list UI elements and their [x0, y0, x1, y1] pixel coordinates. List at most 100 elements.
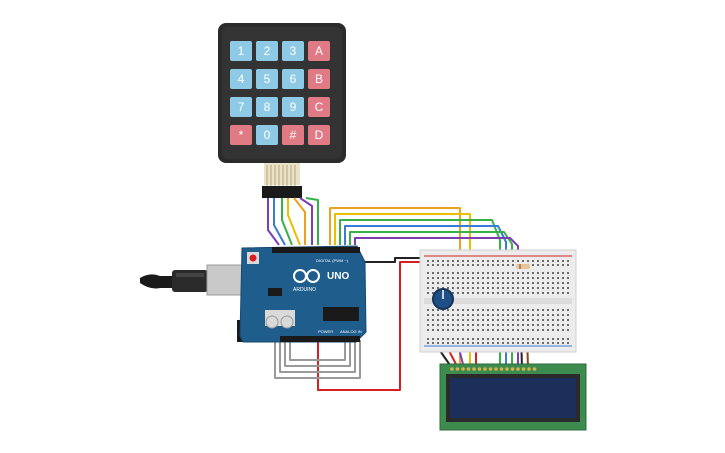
breadboard-hole — [477, 260, 479, 262]
breadboard-hole — [442, 319, 444, 321]
breadboard-hole — [457, 319, 459, 321]
breadboard-hole — [452, 292, 454, 294]
breadboard-hole — [497, 342, 499, 344]
breadboard-hole — [447, 287, 449, 289]
key-8[interactable]: 8 — [256, 97, 278, 117]
breadboard-hole — [547, 319, 549, 321]
breadboard-hole — [522, 292, 524, 294]
breadboard-hole — [437, 309, 439, 311]
breadboard-hole — [517, 319, 519, 321]
breadboard-hole — [527, 319, 529, 321]
breadboard-hole — [447, 309, 449, 311]
key-face — [282, 97, 304, 117]
breadboard-hole — [497, 309, 499, 311]
breadboard-hole — [547, 260, 549, 262]
breadboard-hole — [517, 282, 519, 284]
breadboard-hole — [547, 282, 549, 284]
breadboard-hole — [452, 324, 454, 326]
wire-keypad-2 — [273, 198, 286, 246]
breadboard-hole — [562, 282, 564, 284]
arduino-uno[interactable]: UNO ARDUINO DIGITAL (PWM ~) POWER ANALOG… — [140, 245, 367, 343]
key-B[interactable]: B — [308, 69, 330, 89]
key-A[interactable]: A — [308, 41, 330, 61]
key-5[interactable]: 5 — [256, 69, 278, 89]
breadboard-hole — [437, 264, 439, 266]
breadboard-hole — [517, 342, 519, 344]
breadboard-hole — [497, 260, 499, 262]
breadboard-hole — [492, 324, 494, 326]
breadboard-hole — [552, 292, 554, 294]
breadboard-hole — [537, 272, 539, 274]
breadboard-hole — [562, 309, 564, 311]
breadboard-hole — [567, 309, 569, 311]
breadboard-hole — [562, 292, 564, 294]
breadboard-hole — [527, 282, 529, 284]
breadboard-hole — [452, 282, 454, 284]
breadboard-hole — [502, 272, 504, 274]
lcd-16x2[interactable] — [439, 363, 587, 431]
breadboard-hole — [467, 277, 469, 279]
breadboard-hole — [487, 277, 489, 279]
wire-gray-2 — [284, 340, 351, 367]
key-9[interactable]: 9 — [282, 97, 304, 117]
lcd-pin — [461, 367, 465, 371]
breadboard-hole — [567, 272, 569, 274]
key-face — [282, 41, 304, 61]
breadboard-hole — [552, 338, 554, 340]
breadboard-hole — [452, 342, 454, 344]
key-4[interactable]: 4 — [230, 69, 252, 89]
breadboard-hole — [457, 324, 459, 326]
breadboard-hole — [457, 287, 459, 289]
breadboard-hole — [427, 314, 429, 316]
breadboard-hole — [567, 277, 569, 279]
breadboard-hole — [487, 292, 489, 294]
lcd-pin — [455, 367, 460, 371]
breadboard-hole — [477, 292, 479, 294]
breadboard-hole — [447, 264, 449, 266]
breadboard-hole — [462, 292, 464, 294]
key-label: 2 — [264, 44, 271, 58]
breadboard-hole — [557, 324, 559, 326]
key-label: 1 — [238, 44, 245, 58]
breadboard[interactable] — [419, 249, 577, 353]
key-3[interactable]: 3 — [282, 41, 304, 61]
key-label: A — [315, 44, 323, 58]
breadboard-hole — [557, 292, 559, 294]
key-star[interactable]: * — [230, 125, 252, 145]
breadboard-hole — [472, 277, 474, 279]
breadboard-hole — [517, 272, 519, 274]
breadboard-hole — [507, 277, 509, 279]
breadboard-hole — [487, 342, 489, 344]
key-D[interactable]: D — [308, 125, 330, 145]
key-2[interactable]: 2 — [256, 41, 278, 61]
key-face — [230, 125, 252, 145]
key-0[interactable]: 0 — [256, 125, 278, 145]
breadboard-hole — [452, 287, 454, 289]
key-face — [256, 125, 278, 145]
breadboard-hole — [482, 338, 484, 340]
key-6[interactable]: 6 — [282, 69, 304, 89]
breadboard-hole — [432, 309, 434, 311]
breadboard-hole — [457, 277, 459, 279]
breadboard-hole — [507, 342, 509, 344]
breadboard-hole — [462, 324, 464, 326]
key-7[interactable]: 7 — [230, 97, 252, 117]
breadboard-hole — [537, 342, 539, 344]
breadboard-hole — [482, 260, 484, 262]
breadboard-hole — [462, 338, 464, 340]
breadboard-hole — [452, 329, 454, 331]
key-C[interactable]: C — [308, 97, 330, 117]
key-1[interactable]: 1 — [230, 41, 252, 61]
key-face — [282, 125, 304, 145]
key-hash[interactable]: # — [282, 125, 304, 145]
breadboard-hole — [512, 314, 514, 316]
key-face — [230, 41, 252, 61]
breadboard-hole — [437, 287, 439, 289]
breadboard-hole — [517, 260, 519, 262]
breadboard-hole — [567, 338, 569, 340]
breadboard-hole — [542, 309, 544, 311]
breadboard-hole — [567, 260, 569, 262]
lcd-pins — [450, 367, 537, 371]
breadboard-hole — [507, 282, 509, 284]
